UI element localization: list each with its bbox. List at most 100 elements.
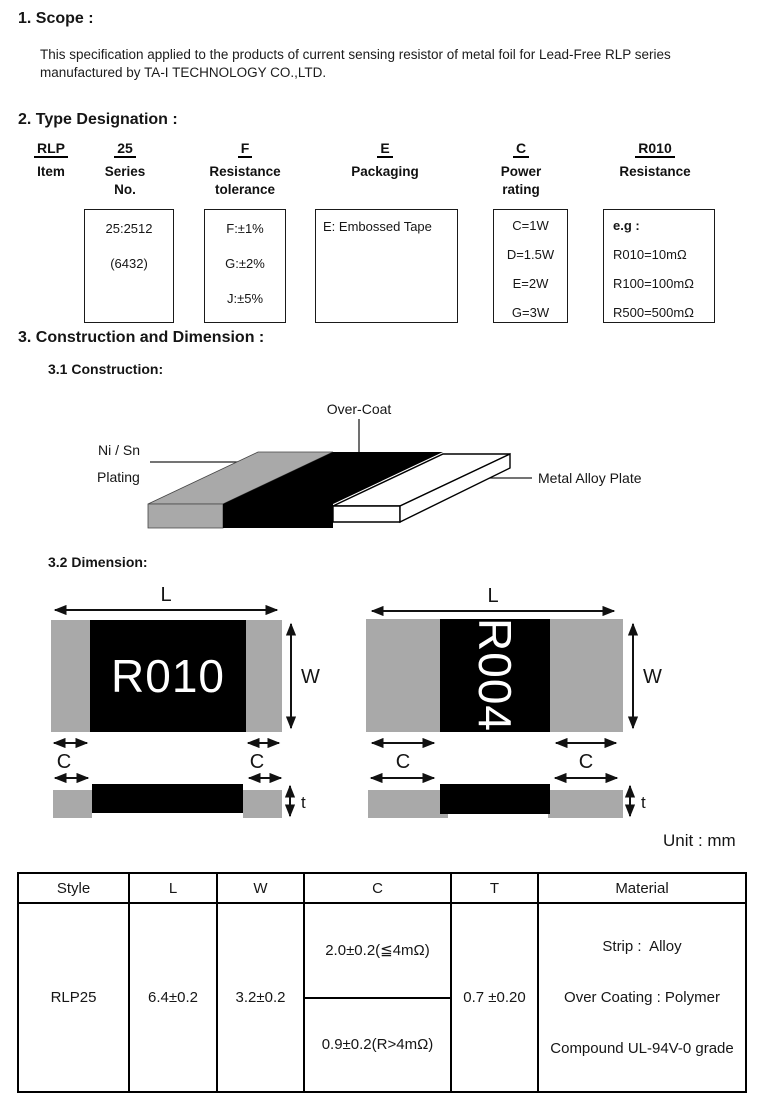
right-resistor-left-cap [366, 619, 440, 732]
cell-style: RLP25 [17, 902, 130, 1093]
left-resistor-body [90, 620, 246, 732]
cell-c-low-resistance: 2.0±0.2(≦4mΩ) [303, 902, 452, 999]
resistance-box-line: R500=500mΩ [613, 305, 694, 320]
right-thickness-label: t [641, 793, 646, 812]
construction-heading: 3. Construction and Dimension : [18, 329, 265, 346]
material-line: Compound UL-94V-0 grade [550, 1040, 734, 1057]
plating-front-face [147, 503, 224, 529]
scope-heading: 1. Scope : [18, 10, 94, 27]
metal-plate-label: Metal Alloy Plate [538, 470, 642, 486]
scope-text-line2: manufactured by TA-I TECHNOLOGY CO.,LTD. [40, 65, 327, 80]
left-width-label: W [301, 666, 320, 688]
type-column-packaging: E Packaging [343, 140, 427, 181]
table-header-row: Style L W C T Material [17, 872, 747, 904]
type-label-item: Item [37, 164, 65, 179]
table-header-l: L [128, 872, 218, 904]
type-code-r010: R010 [635, 140, 675, 158]
packaging-box-line: E: Embossed Tape [323, 219, 432, 234]
left-cap-label-right: C [250, 751, 264, 773]
tolerance-box-line: F:±1% [226, 221, 264, 236]
unit-note: Unit : mm [663, 831, 736, 850]
left-length-label: L [160, 584, 171, 606]
power-box: C=1W D=1.5W E=2W G=3W [493, 209, 568, 323]
tolerance-box-line: J:±5% [226, 291, 264, 306]
cell-material: Strip : Alloy Over Coating : Polymer Com… [537, 902, 747, 1093]
left-resistor-right-cap [246, 620, 282, 732]
table-header-t: T [450, 872, 539, 904]
overcoat-label: Over-Coat [327, 401, 392, 417]
type-column-series: 25 Series No. [100, 140, 150, 199]
resistance-example-box: e.g : R010=10mΩ R100=100mΩ R500=500mΩ [603, 209, 715, 323]
spec-document-page: { "colors": {"cap_gray": "#a9a9a9", "bod… [17, 10, 747, 1093]
scope-text-line1: This specification applied to the produc… [40, 47, 671, 62]
type-code-c: C [512, 140, 530, 158]
material-line: Strip : Alloy [602, 938, 682, 955]
type-designation-heading: 2. Type Designation : [18, 111, 178, 128]
right-side-right-terminal [548, 790, 623, 818]
dimension-subheading: 3.2 Dimension: [48, 554, 148, 570]
right-resistor-marking: R004 [469, 618, 521, 732]
series-box-line: (6432) [110, 256, 148, 271]
plating-label-line2: Plating [97, 469, 140, 485]
series-box: 25:2512 (6432) [84, 209, 174, 323]
right-side-body [440, 784, 550, 814]
right-resistor-right-cap [550, 619, 623, 732]
cell-c-high-resistance: 0.9±0.2(R>4mΩ) [303, 996, 452, 1093]
power-box-line: C=1W [512, 218, 549, 233]
left-resistor-marking: R010 [111, 650, 225, 702]
table-header-style: Style [17, 872, 130, 904]
table-header-c: C [303, 872, 452, 904]
type-label-power: Power [500, 164, 542, 179]
construction-diagram: Over-Coat Ni / Sn Plating Metal Alloy Pl… [97, 401, 642, 529]
left-side-body [92, 784, 243, 813]
dimension-spec-table: Style L W C T Material RLP25 6.4±0.2 3.2… [17, 872, 747, 1093]
power-box-line: G=3W [511, 305, 550, 320]
cell-width: 3.2±0.2 [216, 902, 305, 1093]
left-side-right-terminal [243, 790, 282, 818]
table-header-material: Material [537, 872, 747, 904]
left-resistor-left-cap [51, 620, 90, 732]
cell-length: 6.4±0.2 [128, 902, 218, 1093]
series-box-line: 25:2512 [105, 221, 153, 236]
tolerance-box-line: G:±2% [225, 256, 265, 271]
type-code-e: E [377, 140, 393, 158]
resistance-box-line: R100=100mΩ [613, 276, 694, 291]
right-side-left-terminal [368, 790, 448, 818]
type-label-tolerance: tolerance [214, 182, 276, 197]
type-label-resistance-value: Resistance [619, 164, 691, 179]
type-column-resistance: R010 Resistance [610, 140, 700, 181]
type-label-rating: rating [502, 182, 540, 197]
cell-thickness: 0.7 ±0.20 [450, 902, 539, 1093]
overcoat-top-face [223, 452, 443, 504]
metal-plate-front-face [332, 505, 401, 523]
type-code-25: 25 [114, 140, 136, 158]
type-column-item: RLP Item [28, 140, 74, 181]
left-cap-label-left: C [57, 751, 71, 773]
dimension-diagram: L R010 W C C L R004 W C C t t Unit : mm [51, 584, 736, 850]
table-header-w: W [216, 872, 305, 904]
resistance-box-line: R010=10mΩ [613, 247, 687, 262]
metal-plate-end-face [399, 452, 511, 524]
type-label-series: Series [104, 164, 146, 179]
right-width-label: W [643, 666, 662, 688]
type-label-series-no: No. [114, 182, 136, 197]
left-side-left-terminal [53, 790, 92, 818]
tolerance-box: F:±1% G:±2% J:±5% [204, 209, 286, 323]
right-resistor-body [440, 619, 550, 732]
type-code-rlp: RLP [34, 140, 68, 158]
table-row: RLP25 6.4±0.2 3.2±0.2 2.0±0.2(≦4mΩ) 0.7 … [17, 902, 747, 1093]
power-box-line: D=1.5W [506, 247, 555, 262]
power-box-line: E=2W [512, 276, 549, 291]
overcoat-front-face [223, 504, 333, 528]
type-label-resistance: Resistance [209, 164, 281, 179]
resistance-box-line: e.g : [613, 218, 640, 233]
type-label-packaging: Packaging [351, 164, 419, 179]
packaging-box: E: Embossed Tape [315, 209, 458, 323]
type-column-tolerance: F Resistance tolerance [203, 140, 287, 199]
material-line: Over Coating : Polymer [564, 989, 720, 1006]
plating-label-line1: Ni / Sn [98, 442, 140, 458]
right-cap-label-left: C [396, 751, 410, 773]
type-column-power: C Power rating [479, 140, 563, 199]
left-thickness-label: t [301, 793, 306, 812]
right-length-label: L [487, 585, 498, 607]
